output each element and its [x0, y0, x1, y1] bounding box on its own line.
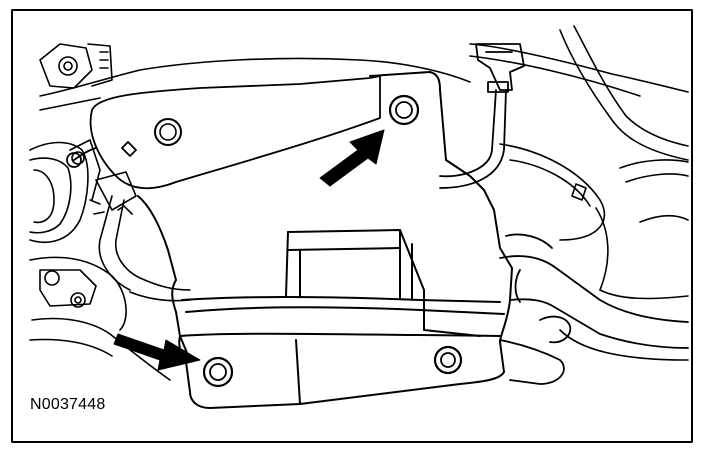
- bolt-lower-left: [202, 356, 234, 388]
- air-box: [137, 71, 513, 409]
- background-left-components: [29, 43, 471, 381]
- top-connector: [439, 43, 525, 189]
- diagram-border: [11, 9, 693, 443]
- bolt-upper: [388, 94, 420, 126]
- bolt-lower-right: [433, 345, 463, 375]
- wiring-harness-left: [89, 171, 191, 302]
- upper-bracket: [66, 75, 381, 190]
- callout-arrow-lower: [113, 333, 201, 371]
- callout-arrow-upper: [319, 129, 385, 187]
- bolt-upper-left: [154, 118, 182, 146]
- figure-id-label: N0037448: [28, 396, 108, 414]
- background-hoses: [469, 25, 689, 361]
- intake-tube-right: [499, 233, 689, 385]
